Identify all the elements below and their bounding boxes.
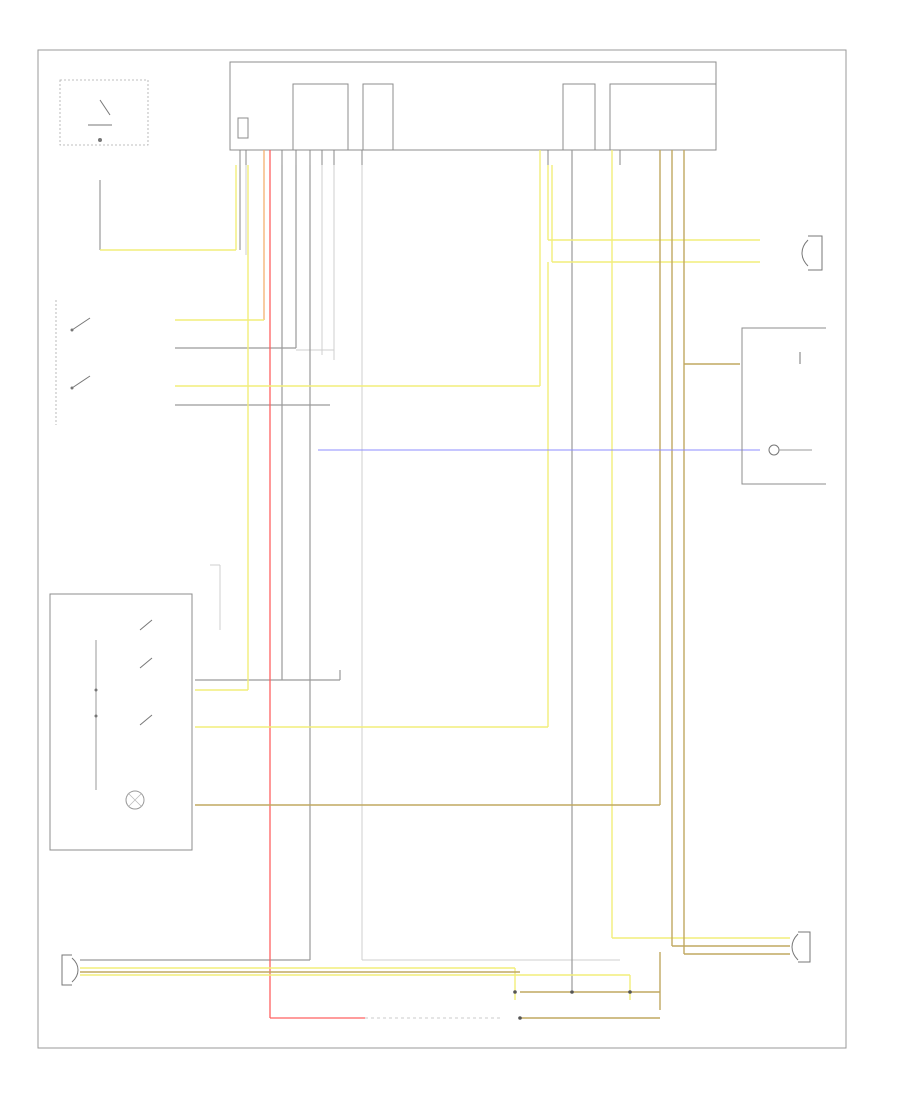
left-headlight — [61, 954, 79, 986]
light-switch-outline — [49, 593, 193, 851]
wires-lightgray — [210, 165, 620, 961]
page-frame — [37, 49, 847, 1049]
fuse-block-a — [292, 83, 349, 151]
lamp-icon — [125, 790, 145, 810]
connector-marks — [239, 150, 685, 165]
instrument-cluster — [741, 327, 826, 485]
ignition-switch — [59, 79, 149, 146]
wire-red — [269, 150, 365, 1019]
wires-yellow — [80, 150, 790, 1000]
headlight-dimmer-switch — [55, 300, 91, 425]
wires-tan — [80, 150, 790, 1019]
beam-indicator — [801, 235, 823, 271]
relay-contact — [237, 117, 249, 139]
fuse-box-outline — [229, 61, 717, 151]
light-switch — [49, 593, 193, 851]
fuse-block-c — [562, 83, 596, 151]
indicator-bulb-icon — [768, 444, 780, 456]
fuse-box — [229, 61, 717, 151]
right-headlight — [791, 931, 811, 963]
splice-points — [513, 990, 632, 1020]
wires-gray — [80, 150, 573, 990]
ignition-switch-outline — [59, 79, 149, 146]
fuse-block-d — [609, 83, 717, 151]
fuse-block-b — [362, 83, 394, 151]
